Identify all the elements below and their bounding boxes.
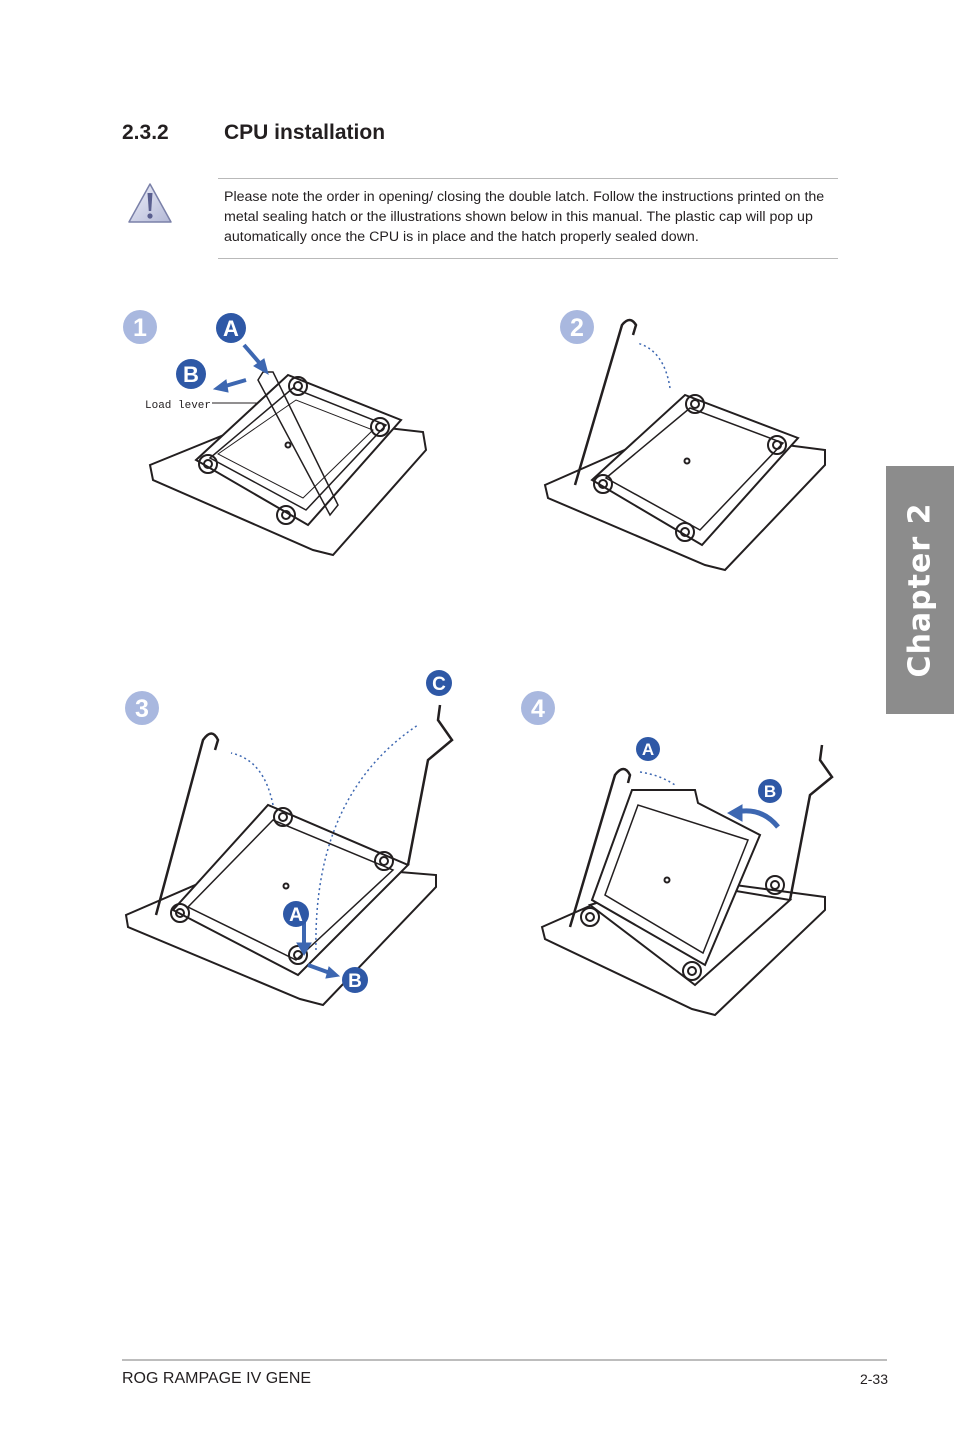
step-number: 3 bbox=[135, 695, 149, 723]
step-1-illustration: 1 Load lever A B bbox=[118, 300, 448, 570]
note-text: Please note the order in opening/ closin… bbox=[224, 189, 825, 245]
label-b-badge bbox=[176, 359, 206, 389]
label-c: C bbox=[432, 674, 446, 695]
motion-arrow-a bbox=[639, 771, 676, 786]
step-number-badge bbox=[521, 691, 555, 725]
label-b: B bbox=[183, 362, 199, 387]
arrow-b bbox=[212, 378, 247, 393]
cpu-socket bbox=[540, 744, 834, 1017]
label-a-badge bbox=[636, 737, 660, 761]
label-a: A bbox=[289, 905, 303, 926]
step-number-badge bbox=[560, 310, 594, 344]
step-4-illustration: 4 A B bbox=[520, 665, 834, 1025]
step-number: 4 bbox=[531, 695, 545, 723]
label-b: B bbox=[764, 782, 776, 801]
step-number: 1 bbox=[133, 314, 147, 342]
label-a-badge bbox=[216, 313, 246, 343]
motion-arrow-left bbox=[230, 752, 274, 806]
motion-arrow-right bbox=[315, 724, 419, 951]
step-number-badge bbox=[125, 691, 159, 725]
label-a: A bbox=[223, 316, 239, 341]
note-bottom-rule bbox=[218, 258, 838, 259]
step-number: 2 bbox=[570, 314, 584, 342]
label-a-badge bbox=[283, 901, 309, 927]
arrow-b bbox=[726, 804, 780, 829]
label-b-badge bbox=[758, 779, 782, 803]
arrow-b bbox=[307, 963, 341, 979]
note-top-rule bbox=[218, 178, 838, 179]
motion-arrow bbox=[636, 342, 671, 389]
step-number-badge bbox=[123, 310, 157, 344]
section-title: CPU installation bbox=[224, 121, 386, 144]
cpu-socket bbox=[124, 704, 454, 1007]
warning-triangle-icon bbox=[128, 183, 172, 223]
arrow-a bbox=[242, 343, 269, 376]
load-lever-label: Load lever bbox=[145, 400, 211, 412]
footer-product: ROG RAMPAGE IV GENE bbox=[122, 1370, 312, 1387]
chapter-tab-label: Chapter 2 bbox=[902, 502, 938, 678]
page-number: 2-33 bbox=[859, 1371, 888, 1387]
label-b-badge bbox=[342, 967, 368, 993]
step-3-illustration: 3 C A B bbox=[118, 665, 454, 1015]
chapter-tab: Chapter 2 bbox=[886, 466, 954, 714]
label-a: A bbox=[642, 740, 654, 759]
label-c-badge bbox=[426, 670, 452, 696]
label-b: B bbox=[348, 971, 362, 992]
section-number: 2.3.2 bbox=[122, 121, 169, 144]
footer-rule bbox=[122, 1359, 887, 1361]
cpu-socket bbox=[543, 318, 826, 572]
step-2-illustration: 2 bbox=[540, 300, 840, 580]
